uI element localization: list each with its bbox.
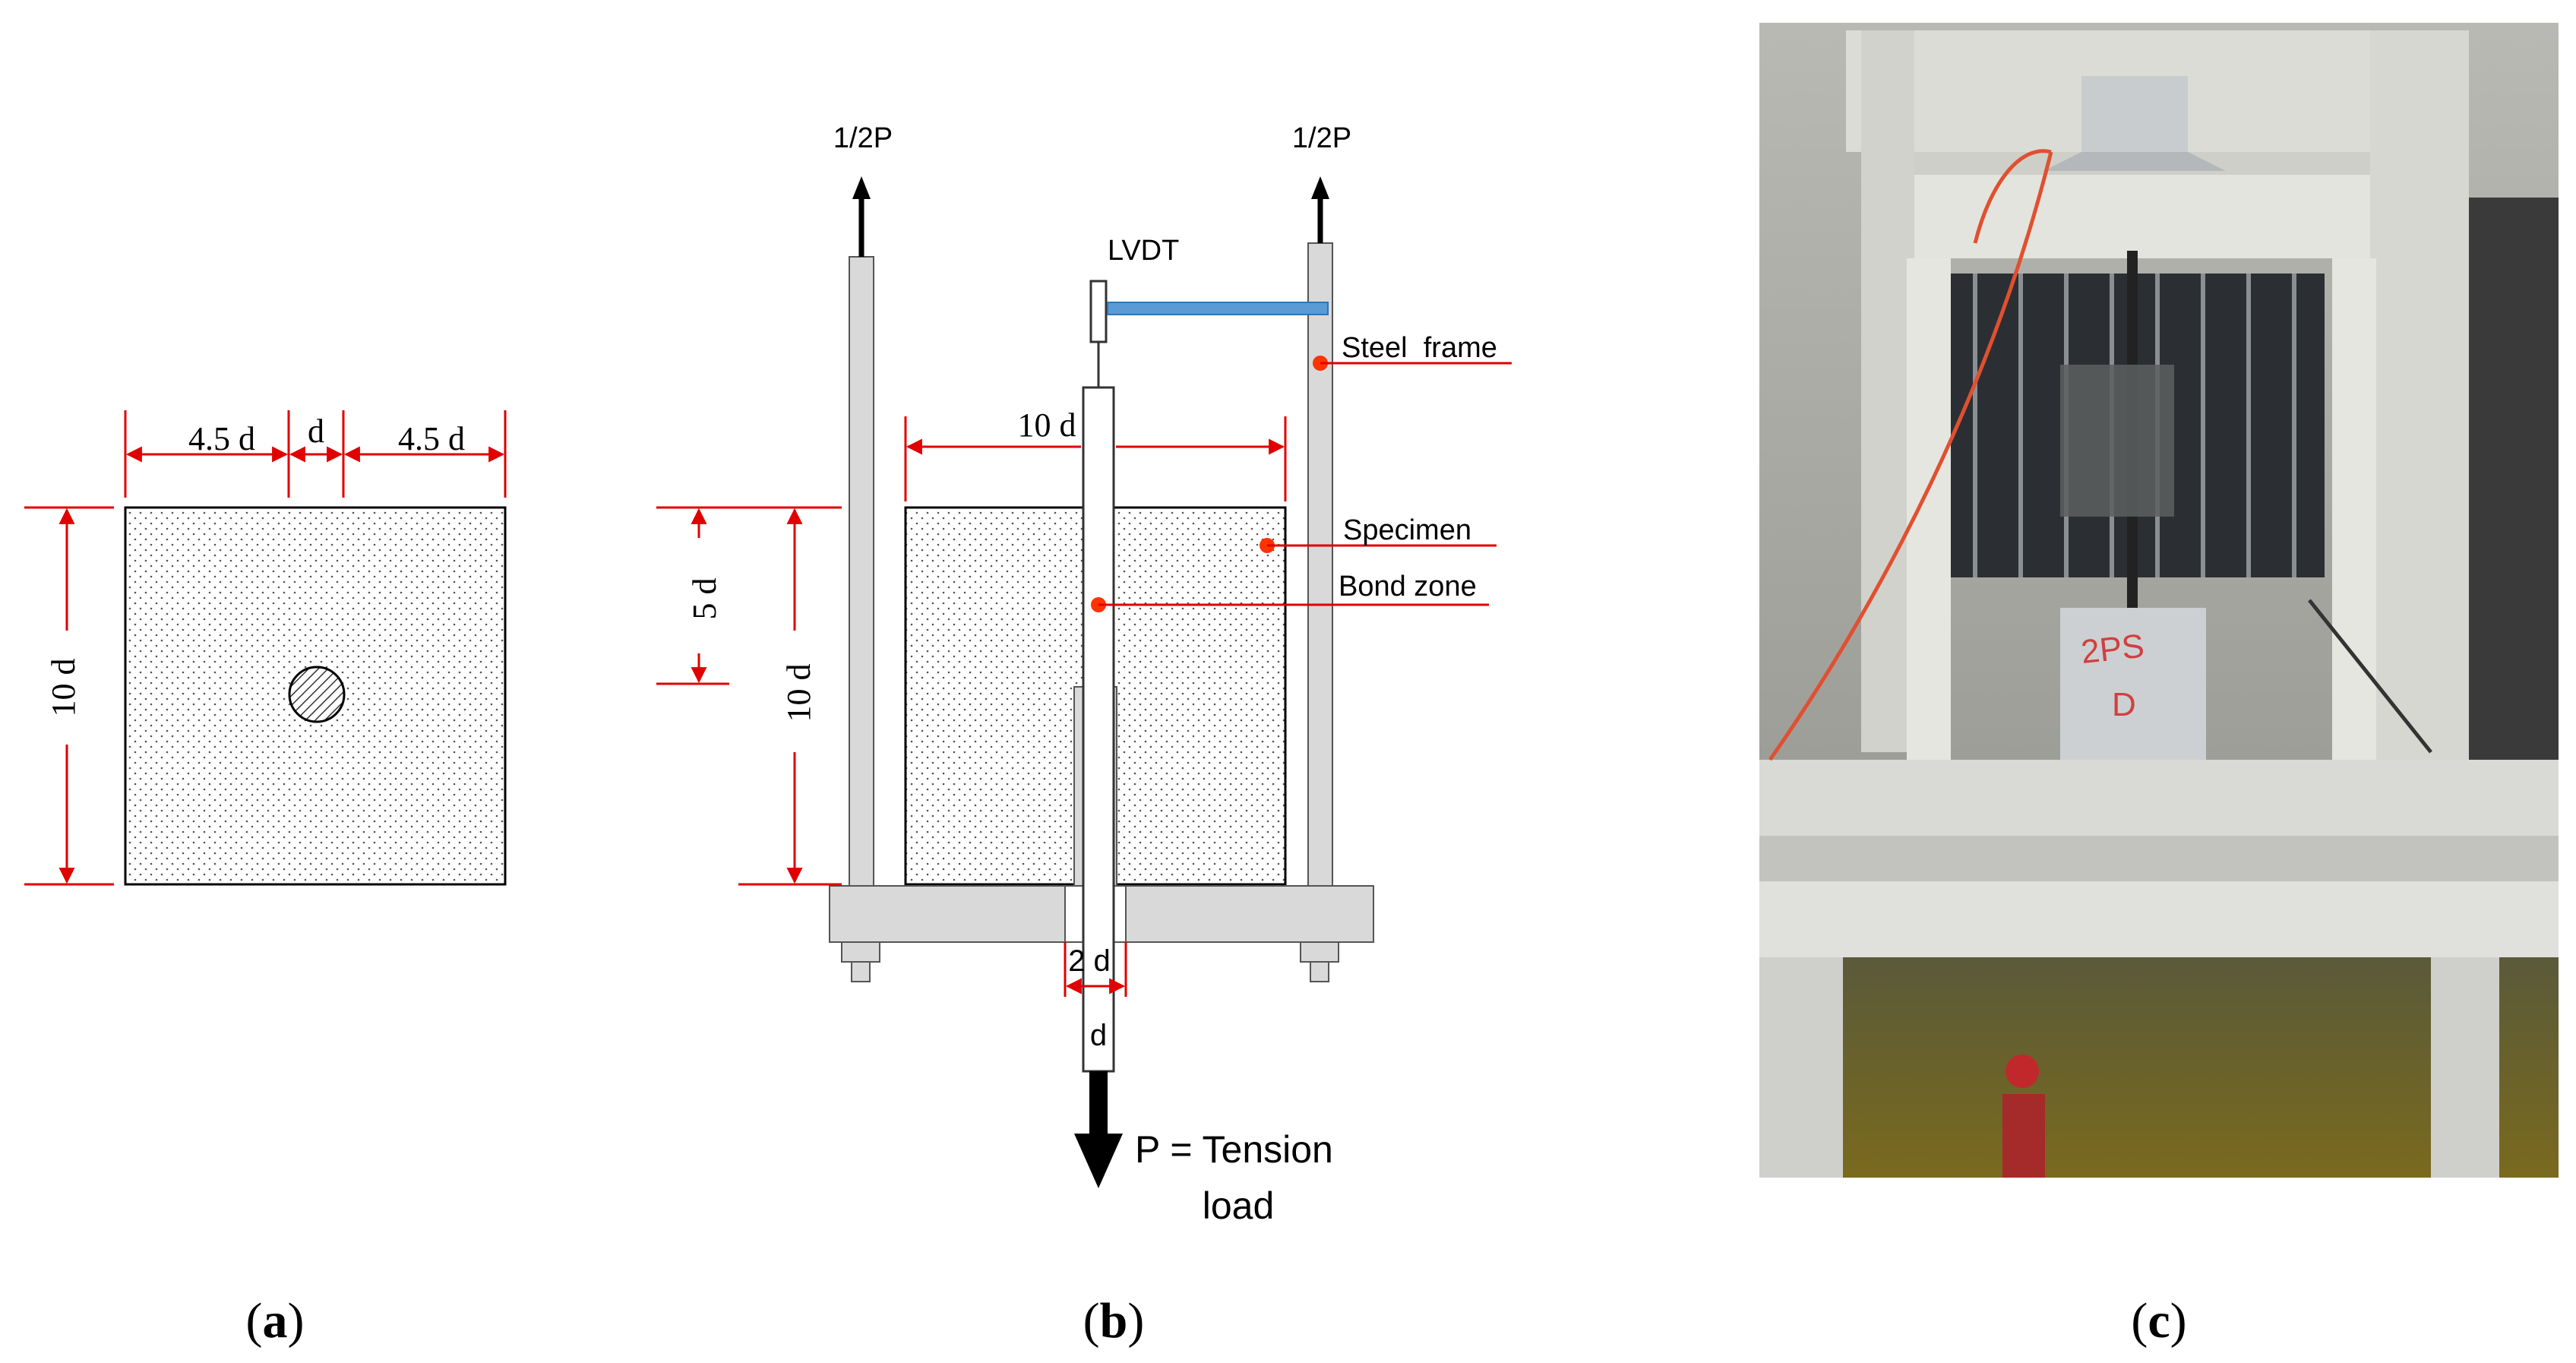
load-label-right: 1/2P bbox=[1292, 122, 1351, 154]
dim-label-4-5d-right: 4.5 d bbox=[398, 420, 465, 457]
left-dimension-lines bbox=[24, 506, 114, 886]
caption-c: (c) bbox=[2131, 1293, 2186, 1349]
tension-arrow-icon bbox=[1074, 1134, 1123, 1188]
dim-label-bar-d: d bbox=[1090, 1019, 1107, 1052]
caption-a: (a) bbox=[246, 1293, 305, 1349]
leader-bond-zone bbox=[1091, 597, 1489, 612]
lvdt-support-arm bbox=[1107, 302, 1329, 315]
tension-label-line2: load bbox=[1203, 1184, 1275, 1227]
bolt-left-icon bbox=[841, 941, 880, 982]
dim-label-10d-vertical: 10 d bbox=[45, 659, 82, 717]
load-arrow-right-icon bbox=[1311, 176, 1329, 199]
load-label-left: 1/2P bbox=[833, 122, 893, 154]
width-dimension-lines bbox=[904, 416, 1287, 501]
svg-text:D: D bbox=[2112, 686, 2136, 723]
dim-label-2d: 2 d bbox=[1068, 944, 1111, 978]
dim-label-10d-width: 10 d bbox=[1018, 406, 1076, 444]
hole-dimension-lines bbox=[1064, 942, 1127, 997]
dim-label-5d: 5 d bbox=[686, 578, 723, 620]
steel-frame-rod-left bbox=[849, 256, 874, 887]
bond-zone-label: Bond zone bbox=[1339, 571, 1477, 602]
panel-a: 4.5 d d 4.5 d 10 d bbox=[24, 410, 507, 886]
dim-label-4-5d-left: 4.5 d bbox=[188, 420, 255, 457]
panel-c-photo: 2PS D bbox=[1759, 23, 2559, 1178]
top-dimension-lines bbox=[124, 410, 507, 498]
rebar-cross-section bbox=[288, 666, 346, 723]
caption-b: (b) bbox=[1083, 1293, 1145, 1349]
leader-specimen bbox=[1260, 538, 1497, 553]
lvdt-label: LVDT bbox=[1108, 235, 1179, 267]
steel-frame-rod-right bbox=[1307, 242, 1333, 887]
dim-label-10d-height: 10 d bbox=[780, 664, 817, 723]
tension-label-line1: P = Tension bbox=[1135, 1128, 1333, 1171]
dim-label-d: d bbox=[308, 413, 324, 450]
bolt-right-icon bbox=[1300, 941, 1339, 982]
height-dimension-lines bbox=[656, 506, 842, 886]
panel-b: 1/2P 1/2P LVDT Steel frame bbox=[656, 122, 1512, 1227]
svg-text:2PS: 2PS bbox=[2079, 628, 2146, 671]
load-arrow-left-icon bbox=[852, 176, 871, 199]
leader-steel-frame bbox=[1313, 356, 1512, 371]
specimen-label: Specimen bbox=[1343, 514, 1471, 546]
lvdt-sensor bbox=[1089, 280, 1108, 343]
steel-frame-label: Steel frame bbox=[1342, 332, 1497, 364]
